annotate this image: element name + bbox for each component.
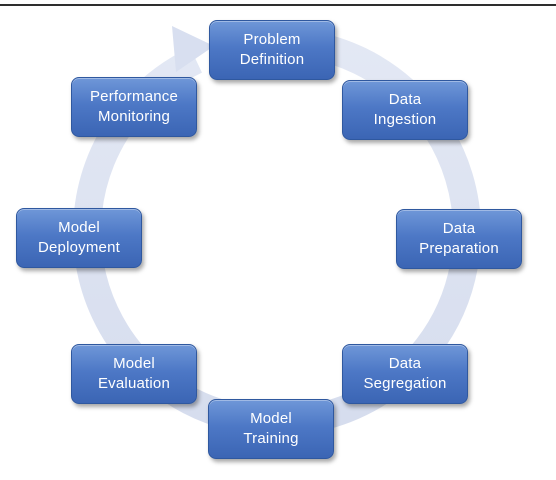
step-data-segregation: Data Segregation bbox=[342, 344, 468, 404]
step-model-deployment: Model Deployment bbox=[16, 208, 142, 268]
step-data-ingestion: Data Ingestion bbox=[342, 80, 468, 140]
step-model-evaluation: Model Evaluation bbox=[71, 344, 197, 404]
step-performance-monitoring: Performance Monitoring bbox=[71, 77, 197, 137]
step-data-preparation: Data Preparation bbox=[396, 209, 522, 269]
step-model-training: Model Training bbox=[208, 399, 334, 459]
step-problem-definition: Problem Definition bbox=[209, 20, 335, 80]
top-divider bbox=[0, 4, 556, 6]
cycle-arrowhead bbox=[172, 26, 214, 72]
